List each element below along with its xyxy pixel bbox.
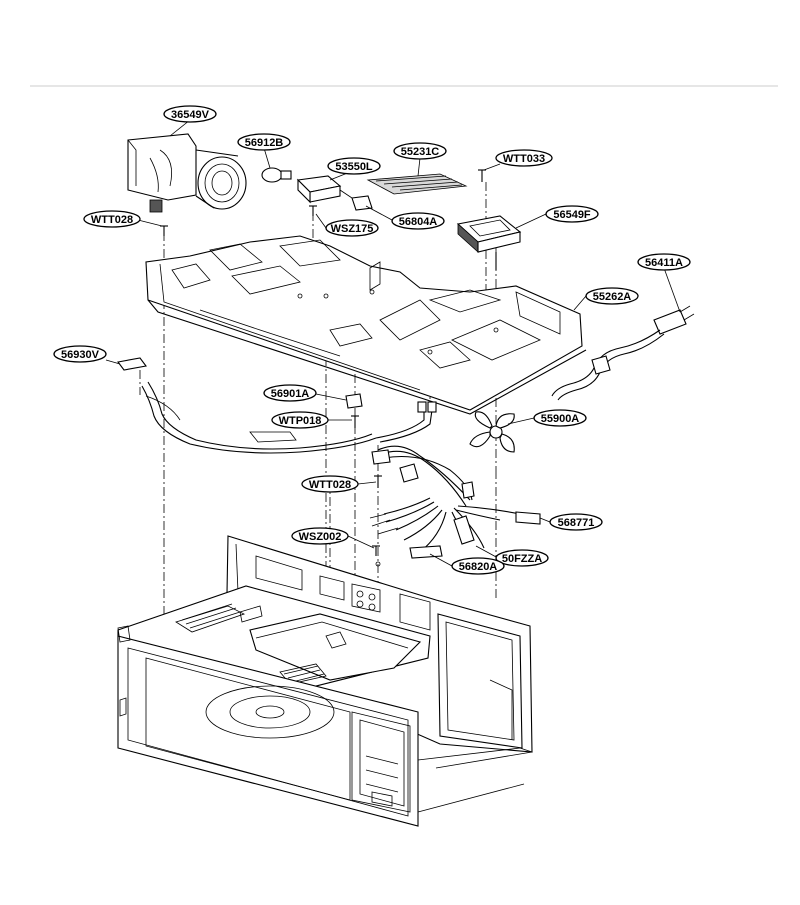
svg-text:WTT028: WTT028 <box>91 214 133 226</box>
svg-text:568771: 568771 <box>558 517 595 529</box>
screw-wsz175 <box>309 205 317 216</box>
part-labels: 36549V 56912B 53550L 55231C WTT033 56804… <box>53 105 691 575</box>
svg-text:36549V: 36549V <box>171 109 210 121</box>
fan-blade <box>469 411 515 453</box>
svg-text:50FZZA: 50FZZA <box>502 553 542 565</box>
svg-text:56901A: 56901A <box>271 388 310 400</box>
svg-text:WTP018: WTP018 <box>279 415 322 427</box>
part-label: 56804A <box>391 212 445 230</box>
base-plate <box>145 235 587 415</box>
charcoal-filter <box>366 173 468 195</box>
svg-text:56549F: 56549F <box>553 209 591 221</box>
svg-text:53550L: 53550L <box>335 161 373 173</box>
part-label: 36549V <box>163 105 217 123</box>
part-label: 55900A <box>533 409 587 427</box>
part-label: 56411A <box>637 253 691 271</box>
wire-harness <box>141 381 541 559</box>
svg-text:56804A: 56804A <box>399 216 438 228</box>
svg-text:56912B: 56912B <box>245 137 284 149</box>
blower-fan-assembly <box>127 133 247 213</box>
part-label: 50FZZA <box>495 549 549 567</box>
leader-lines <box>105 119 681 567</box>
part-label: 53550L <box>327 157 381 175</box>
screw-wtt028-top <box>160 225 168 236</box>
thermistor <box>117 357 147 371</box>
part-label: WTT028 <box>83 210 141 228</box>
part-label: WSZ175 <box>325 219 379 237</box>
part-label: WTT028 <box>301 475 359 493</box>
oven-chassis <box>117 535 533 827</box>
svg-text:56411A: 56411A <box>645 257 683 269</box>
part-label: 56820A <box>451 557 505 575</box>
part-label: 568771 <box>549 513 603 531</box>
svg-text:WTT028: WTT028 <box>309 479 351 491</box>
screw-wsz002 <box>372 545 381 567</box>
part-label: 56901A <box>263 384 317 402</box>
part-label: 55231C <box>393 142 447 160</box>
svg-text:WTT033: WTT033 <box>503 153 545 165</box>
svg-text:WSZ002: WSZ002 <box>299 531 342 543</box>
relay-switch <box>345 393 363 409</box>
part-label: WTT033 <box>495 149 553 167</box>
svg-text:55262A: 55262A <box>593 291 632 303</box>
screw-wtp018 <box>351 415 359 428</box>
part-label: 56912B <box>237 133 291 151</box>
svg-text:56930V: 56930V <box>61 349 100 361</box>
part-label: WTP018 <box>271 411 329 429</box>
damper-motor <box>456 215 522 270</box>
svg-text:55900A: 55900A <box>541 413 580 425</box>
lamp-bulb <box>261 167 292 183</box>
part-label: WSZ002 <box>291 527 349 545</box>
lamp-socket <box>296 175 353 204</box>
part-label: 55262A <box>585 287 639 305</box>
part-label: 56549F <box>545 205 599 223</box>
svg-text:55231C: 55231C <box>401 146 440 158</box>
svg-text:56820A: 56820A <box>459 561 498 573</box>
screw-wtt028-mid <box>374 475 382 488</box>
part-label: 56930V <box>53 345 107 363</box>
screw-wtt033 <box>478 169 486 182</box>
power-cord <box>551 305 695 401</box>
svg-text:WSZ175: WSZ175 <box>331 223 374 235</box>
